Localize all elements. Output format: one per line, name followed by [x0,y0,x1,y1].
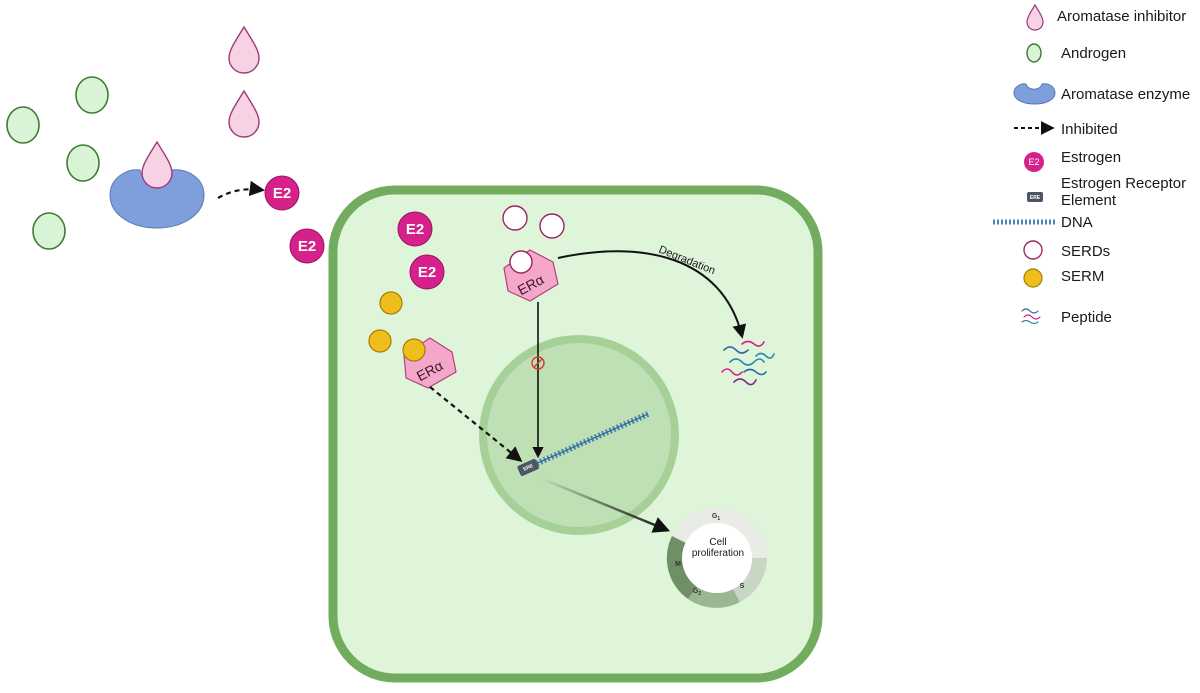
aromatase-inhibitor-drop [228,25,260,74]
aromatase-enzyme-complex [109,140,205,229]
legend-item-estrogen: E2 Estrogen [1024,149,1121,172]
proliferation-arrow [539,476,671,533]
estrogen-molecule: E2 [397,211,433,247]
er-alpha-serm-complex: ERα [402,337,457,389]
serd-icon [1023,240,1043,260]
degradation-arrow [557,250,747,339]
legend-item-estrogen-receptor-element: ERE Estrogen Receptor Element [1027,175,1186,209]
serm-molecule [379,291,403,315]
legend-item-androgen: Androgen [1026,43,1126,63]
legend-item-inhibited: Inhibited [1014,121,1118,138]
legend-estrogen-receptor-text-2: Element [1061,192,1117,209]
estrogen-icon-label: E2 [1028,157,1039,167]
legend: Aromatase inhibitor Androgen Aromatase e… [993,3,1190,326]
cell-proliferation-label-1: Cell [709,537,726,548]
androgen-group [6,76,109,250]
estrogen-label: E2 [418,264,436,281]
aromatase-enzyme-icon [1013,83,1056,105]
s-phase-label: S [740,583,745,590]
peptide-fragments [721,340,775,386]
estrogen-molecule: E2 [409,254,445,290]
legend-dna-text: DNA [1061,214,1093,231]
cell-cycle-wheel: G1 S G2 M Cell proliferation [666,507,767,608]
androgen-molecule [6,106,40,144]
legend-aromatase-inhibitor-text: Aromatase inhibitor [1057,8,1186,25]
aromatase-enzyme [109,169,205,229]
inhibited-arrow [217,180,266,199]
legend-aromatase-enzyme-text: Aromatase enzyme [1061,86,1190,103]
legend-item-serm: SERM [1023,268,1104,288]
serd-molecule [502,205,528,231]
legend-item-peptide: Peptide [1021,308,1112,326]
g1-phase-label: G1 [712,513,720,522]
androgen-icon [1026,43,1042,63]
g2-phase-label: G2 [693,588,701,597]
cell-proliferation-label-2: proliferation [692,548,744,559]
aromatase-inhibitor-group [228,25,260,138]
androgen-molecule [32,212,66,250]
androgen-molecule [75,76,109,114]
legend-item-serds: SERDs [1023,240,1110,260]
aromatase-inhibitor-drop [228,89,260,138]
serm-to-ere-arrow [429,386,523,462]
estrogen-molecule: E2 [289,228,325,264]
legend-estrogen-receptor-text-1: Estrogen Receptor [1061,175,1186,192]
legend-androgen-text: Androgen [1061,45,1126,62]
legend-item-aromatase-inhibitor: Aromatase inhibitor [1026,3,1186,31]
peptide-icon-strand [1021,319,1039,325]
peptide-icon-strand [1023,314,1041,320]
ere-icon [1027,192,1043,202]
bound-inhibitor-drop [141,140,173,189]
legend-serm-text: SERM [1061,268,1104,285]
legend-estrogen-text: Estrogen [1061,149,1121,166]
blocked-icon [531,356,545,370]
ere-icon-label: ERE [1030,195,1041,201]
legend-item-aromatase-enzyme: Aromatase enzyme [1013,83,1190,105]
aromatase-inhibitor-icon [1026,3,1044,31]
peptide-icon [1021,308,1039,314]
androgen-molecule [66,144,100,182]
er-alpha-serd-complex: ERα [503,249,559,302]
serm-molecule [368,329,392,353]
legend-peptide-text: Peptide [1061,309,1112,326]
ere-element: ERE [517,459,539,476]
serm-icon [1023,268,1043,288]
estrogen-icon [1024,152,1044,172]
legend-item-dna: DNA [993,214,1093,231]
legend-inhibited-text: Inhibited [1061,121,1118,138]
estrogen-molecule: E2 [264,175,300,211]
dna-strand [520,411,650,473]
estrogen-label: E2 [406,221,424,238]
serd-molecule [539,213,565,239]
estrogen-label: E2 [298,238,316,255]
ere-label: ERE [522,463,534,473]
m-phase-label: M [675,561,681,568]
nucleus [479,335,679,535]
estrogen-label: E2 [273,185,291,202]
legend-serds-text: SERDs [1061,243,1110,260]
